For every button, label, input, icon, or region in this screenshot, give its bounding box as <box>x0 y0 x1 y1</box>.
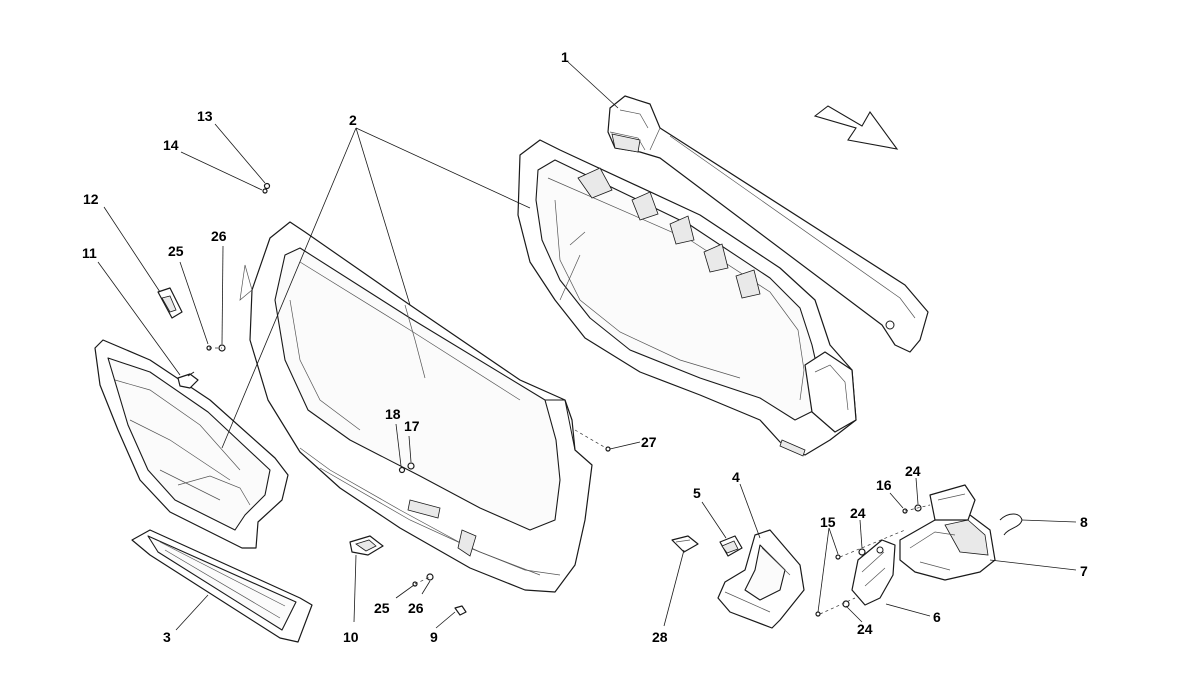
callout-10: 10 <box>343 629 359 645</box>
part-27-screw[interactable] <box>605 446 611 452</box>
callout-24-bottom: 24 <box>857 621 873 637</box>
part-4-trim-cover[interactable] <box>717 529 805 629</box>
callout-24-middle: 24 <box>850 505 866 521</box>
callout-9: 9 <box>430 629 438 645</box>
callout-4: 4 <box>732 469 740 485</box>
armrest-trim-panel[interactable] <box>94 339 289 549</box>
callout-28: 28 <box>652 629 668 645</box>
callout-27: 27 <box>641 434 657 450</box>
callout-12: 12 <box>83 191 99 207</box>
part-9-screw[interactable] <box>454 605 467 616</box>
part-12-switch-module[interactable] <box>157 287 183 319</box>
callout-25-bottom: 25 <box>374 600 390 616</box>
part-1-window-rail[interactable] <box>607 95 929 353</box>
callout-7: 7 <box>1080 563 1088 579</box>
leader-lines <box>97 61 1077 631</box>
part-5-switch[interactable] <box>719 535 743 557</box>
callout-15: 15 <box>820 514 836 530</box>
part-26-washers[interactable] <box>218 344 434 581</box>
callout-labels: 1 2 3 4 5 6 7 8 9 10 11 12 13 14 15 16 1… <box>82 49 1088 645</box>
part-10-connector[interactable] <box>349 535 384 556</box>
callout-17: 17 <box>404 418 420 434</box>
callout-26-bottom: 26 <box>408 600 424 616</box>
part-2-door-frame-right[interactable] <box>517 139 857 457</box>
part-15-screws[interactable] <box>815 554 841 617</box>
direction-arrow-icon <box>813 105 899 150</box>
part-8-clip[interactable] <box>999 513 1023 536</box>
part-14-screw[interactable] <box>262 188 268 194</box>
callout-25-left: 25 <box>168 243 184 259</box>
part-17-washer[interactable] <box>407 462 415 470</box>
part-28-courtesy-lamp[interactable] <box>671 535 699 553</box>
callout-18: 18 <box>385 406 401 422</box>
callout-5: 5 <box>693 485 701 501</box>
callout-6: 6 <box>933 609 941 625</box>
callout-3: 3 <box>163 629 171 645</box>
callout-16: 16 <box>876 477 892 493</box>
part-2-door-panel-center[interactable] <box>239 221 593 593</box>
callout-14: 14 <box>163 137 179 153</box>
callout-11: 11 <box>82 245 97 261</box>
callout-2: 2 <box>349 112 357 128</box>
part-3-door-pocket[interactable] <box>131 529 313 643</box>
part-11-push-clip[interactable] <box>177 371 199 389</box>
callout-8: 8 <box>1080 514 1088 530</box>
part-18-nut[interactable] <box>398 466 406 474</box>
assembly-lines <box>209 347 931 615</box>
callout-13: 13 <box>197 108 213 124</box>
callout-1: 1 <box>561 49 569 65</box>
part-6-handle-bracket[interactable] <box>851 539 896 606</box>
part-13-nut[interactable] <box>263 182 271 190</box>
callout-24-top: 24 <box>905 463 921 479</box>
callout-26-left: 26 <box>211 228 227 244</box>
part-7-handle-housing[interactable] <box>899 484 996 581</box>
